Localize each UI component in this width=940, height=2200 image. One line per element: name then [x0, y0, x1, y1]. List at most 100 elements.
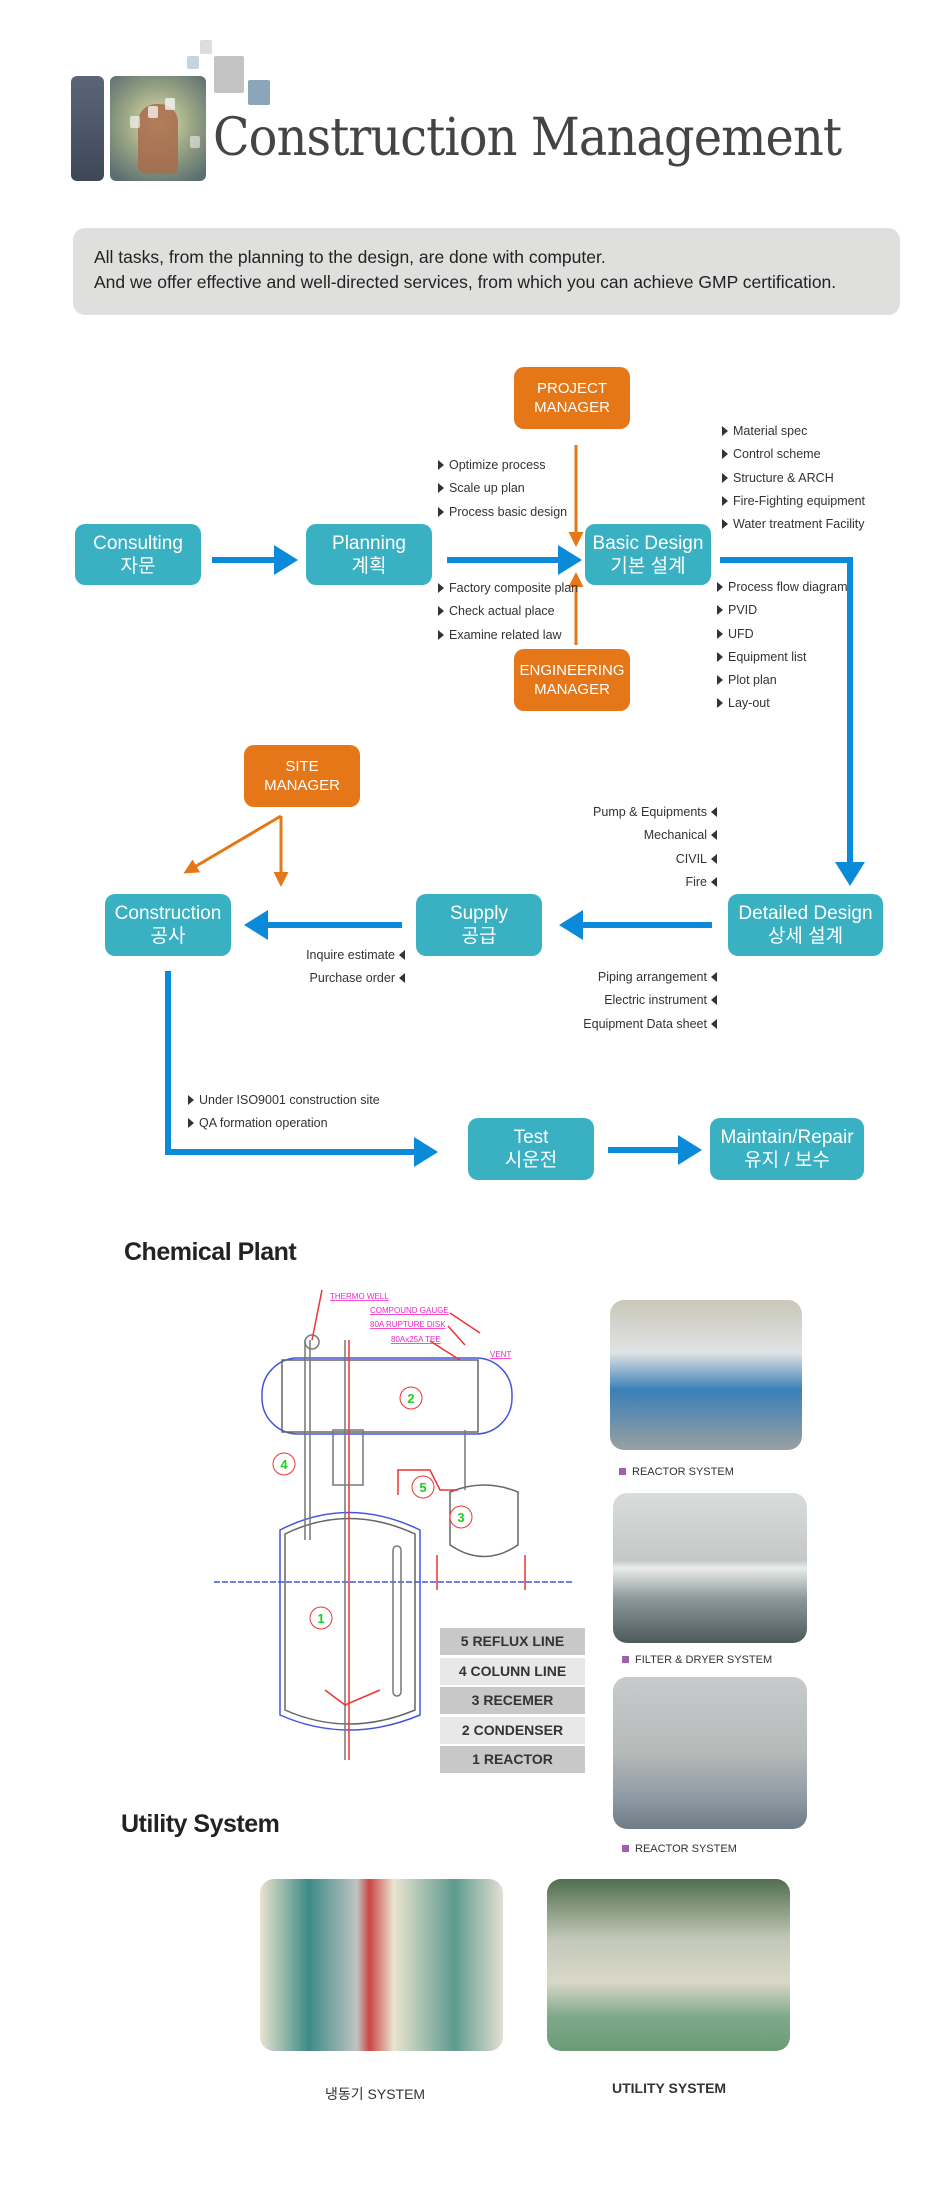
- list-item: Fire-Fighting equipment: [722, 490, 865, 513]
- site-manager-box: SITE MANAGER: [244, 745, 360, 807]
- list-item: Fire: [593, 871, 717, 894]
- step-label: Basic Design: [592, 532, 704, 554]
- manager-label: MANAGER: [534, 681, 610, 698]
- step-label: Detailed Design: [738, 903, 873, 924]
- logo-hand-image: [110, 76, 206, 181]
- step-label-ko: 자문: [120, 555, 156, 577]
- list-item: Inquire estimate: [306, 944, 405, 967]
- list-item: UFD: [717, 623, 848, 646]
- diagram-label: VENT: [490, 1350, 511, 1359]
- legend-row: 1 REACTOR: [440, 1746, 585, 1773]
- logo-square: [200, 40, 212, 54]
- logo-square: [187, 56, 199, 69]
- photo-caption: 냉동기 SYSTEM: [325, 2086, 426, 2102]
- list-item: QA formation operation: [188, 1112, 380, 1135]
- planning-bottom-list: Factory composite plan Check actual plac…: [438, 577, 578, 647]
- step-label: Supply: [449, 903, 509, 924]
- detailed-top-list: Pump & Equipments Mechanical CIVIL Fire: [593, 801, 717, 894]
- arrow-site-construction-diag: [183, 814, 282, 874]
- diagram-number: 3: [457, 1510, 464, 1525]
- step-label: Maintain/Repair: [720, 1127, 854, 1148]
- manager-label: SITE: [285, 758, 319, 775]
- reactor-system-photo: [610, 1300, 802, 1450]
- list-item: PVID: [717, 599, 848, 622]
- legend-row: 4 COLUNN LINE: [440, 1658, 585, 1685]
- utility-system-photo: [547, 1879, 790, 2051]
- list-item: Process flow diagram: [717, 576, 848, 599]
- detailed-bottom-list: Piping arrangement Electric instrument E…: [583, 966, 717, 1036]
- page-title: Construction Management: [213, 108, 842, 168]
- logo-bar: [71, 76, 104, 181]
- photo-caption: FILTER & DRYER SYSTEM: [622, 1654, 772, 1666]
- legend-row: 5 REFLUX LINE: [440, 1628, 585, 1655]
- diagram-label: COMPOUND GAUGE: [370, 1306, 449, 1315]
- utility-system-heading: Utility System: [121, 1810, 280, 1838]
- step-label-ko: 계획: [351, 555, 387, 577]
- intro-line: And we offer effective and well-directed…: [94, 272, 837, 292]
- reactor-system-photo-2: [613, 1677, 807, 1829]
- list-item: Equipment list: [717, 646, 848, 669]
- diagram-number: 5: [419, 1480, 426, 1495]
- list-item: Pump & Equipments: [593, 801, 717, 824]
- diagram-label: 80Ax25A TEE: [391, 1335, 441, 1344]
- list-item: Optimize process: [438, 454, 567, 477]
- step-label-ko: 공사: [150, 926, 186, 947]
- diagram-number: 1: [317, 1611, 324, 1626]
- legend-row: 3 RECEMER: [440, 1687, 585, 1714]
- list-item: Process basic design: [438, 501, 567, 524]
- diagram-label: THERMO WELL: [330, 1292, 389, 1301]
- list-item: Under ISO9001 construction site: [188, 1089, 380, 1112]
- list-item: Lay-out: [717, 692, 848, 715]
- step-label-ko: 상세 설계: [767, 926, 844, 947]
- step-label-ko: 기본 설계: [610, 555, 686, 577]
- chemical-plant-heading: Chemical Plant: [124, 1238, 297, 1266]
- engineering-manager-box: ENGINEERING MANAGER: [514, 649, 630, 711]
- list-item: Check actual place: [438, 600, 578, 623]
- manager-label: MANAGER: [534, 399, 610, 416]
- logo-square: [248, 80, 270, 105]
- step-label: Construction: [114, 903, 222, 924]
- list-item: Purchase order: [306, 967, 405, 990]
- basic-top-list: Material spec Control scheme Structure &…: [722, 420, 865, 536]
- photo-caption: REACTOR SYSTEM: [619, 1466, 734, 1478]
- list-item: Material spec: [722, 420, 865, 443]
- manager-label: ENGINEERING: [519, 662, 625, 679]
- list-item: Water treatment Facility: [722, 513, 865, 536]
- diagram-label: 80A RUPTURE DISK: [370, 1320, 446, 1329]
- photo-caption: UTILITY SYSTEM: [612, 2080, 727, 2096]
- list-item: Structure & ARCH: [722, 467, 865, 490]
- manager-label: MANAGER: [264, 777, 340, 794]
- list-item: Plot plan: [717, 669, 848, 692]
- intro-line: All tasks, from the planning to the desi…: [94, 247, 606, 267]
- step-label: Planning: [332, 532, 406, 554]
- list-item: Electric instrument: [583, 989, 717, 1012]
- legend-row: 2 CONDENSER: [440, 1717, 585, 1744]
- filter-dryer-photo: [613, 1493, 807, 1643]
- list-item: Examine related law: [438, 624, 578, 647]
- diagram-number: 2: [407, 1391, 414, 1406]
- step-label-ko: 유지 / 보수: [744, 1150, 830, 1171]
- intro-box: All tasks, from the planning to the desi…: [73, 228, 900, 315]
- photo-caption: REACTOR SYSTEM: [622, 1843, 737, 1855]
- list-item: Equipment Data sheet: [583, 1013, 717, 1036]
- step-label: Consulting: [93, 532, 183, 554]
- supply-list: Inquire estimate Purchase order: [306, 944, 405, 991]
- planning-top-list: Optimize process Scale up plan Process b…: [438, 454, 567, 524]
- diagram-number: 4: [280, 1457, 288, 1472]
- step-label: Test: [513, 1127, 549, 1148]
- manager-label: PROJECT: [536, 380, 607, 397]
- list-item: Mechanical: [593, 824, 717, 847]
- list-item: Factory composite plan: [438, 577, 578, 600]
- project-manager-box: PROJECT MANAGER: [514, 367, 630, 429]
- construction-list: Under ISO9001 construction site QA forma…: [188, 1089, 380, 1136]
- list-item: CIVIL: [593, 848, 717, 871]
- list-item: Piping arrangement: [583, 966, 717, 989]
